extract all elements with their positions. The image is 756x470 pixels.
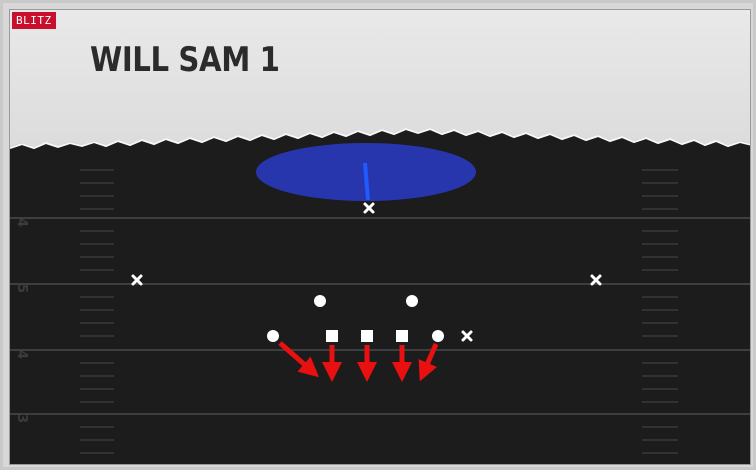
defender-x-icon [363, 202, 375, 214]
offense-linemen [326, 330, 408, 342]
offense-circle-icon [314, 295, 326, 307]
defender-x-icon [461, 330, 473, 342]
yard-number: 5 [14, 284, 29, 293]
torn-paper-edge [10, 127, 750, 150]
hash-marks-right [642, 169, 678, 454]
defender-x-icon [131, 274, 143, 286]
rush-arrow [278, 341, 320, 378]
offense-square-icon [361, 330, 373, 342]
hash-marks-left [80, 169, 114, 454]
defender-x-icon [590, 274, 602, 286]
blitz-badge: BLITZ [12, 12, 56, 29]
yard-number: 3 [14, 414, 29, 423]
torn-paper-header [10, 10, 750, 147]
yard-number: 4 [14, 350, 29, 359]
offense-circle-icon [267, 330, 279, 342]
defenders [131, 202, 602, 342]
offense-circle-icon [432, 330, 444, 342]
offense-square-icon [326, 330, 338, 342]
rush-arrow [418, 343, 439, 382]
yard-number: 4 [14, 218, 29, 227]
rush-arrows [278, 341, 439, 382]
offense-circle-icon [406, 295, 418, 307]
yard-numbers: 4 5 4 3 [14, 218, 29, 423]
play-title: WILL SAM 1 [90, 40, 280, 80]
offense-square-icon [396, 330, 408, 342]
zone-drop-path [363, 162, 370, 201]
field-svg: 4 5 4 3 [10, 10, 750, 464]
offense-skill-players [267, 295, 444, 342]
play-diagram: 4 5 4 3 [9, 9, 751, 465]
